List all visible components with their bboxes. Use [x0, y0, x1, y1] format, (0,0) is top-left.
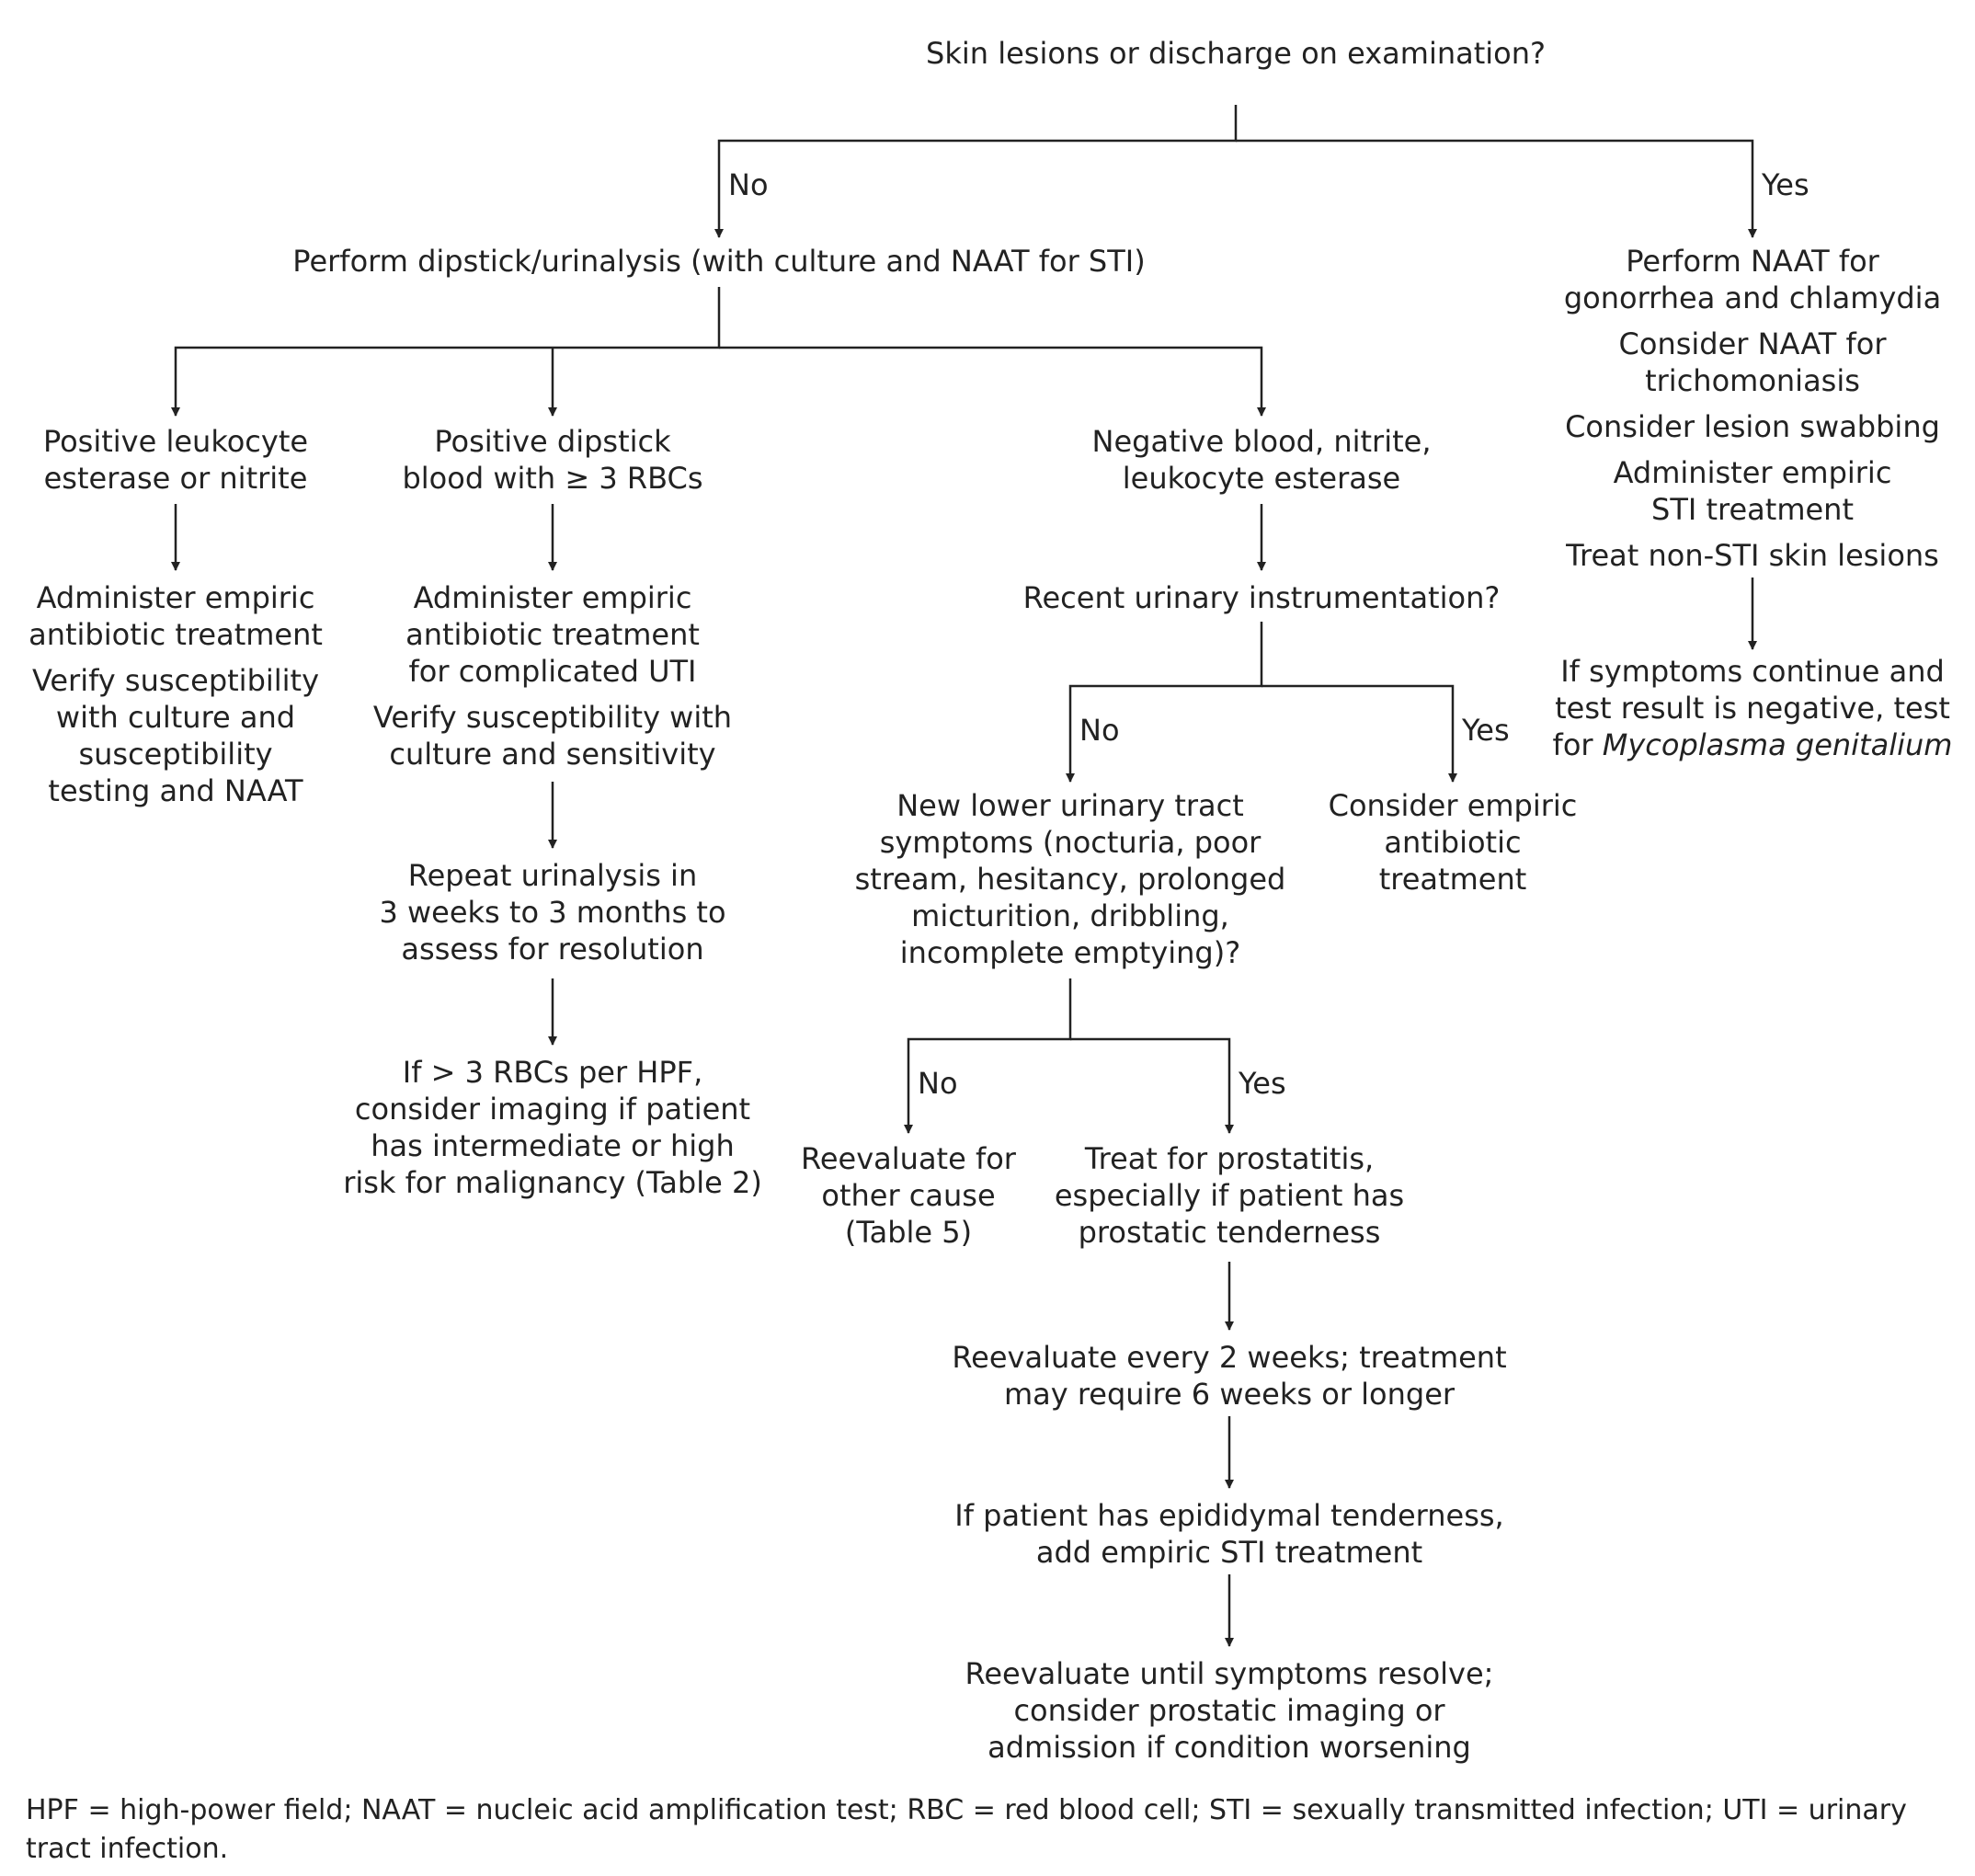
label-luts-no: No: [918, 1066, 958, 1101]
node-le-verify-line-4: testing and NAAT: [48, 773, 303, 808]
node-reeval2-line-1: Reevaluate every 2 weeks; treatment: [952, 1340, 1507, 1375]
node-pos-le: Positive leukocyte esterase or nitrite: [10, 423, 341, 497]
node-repeat-urinalysis: Repeat urinalysis in 3 weeks to 3 months…: [360, 857, 746, 967]
node-instrumentation: Recent urinary instrumentation?: [986, 579, 1537, 616]
node-epididymal-line-1: If patient has epididymal tenderness,: [954, 1498, 1504, 1533]
node-repeat-ua-line-3: assess for resolution: [401, 932, 704, 967]
node-luts-line-1: New lower urinary tract: [896, 788, 1244, 823]
node-cuti-treatment: Administer empiric antibiotic treatment …: [360, 579, 746, 772]
node-reeval2-line-2: may require 6 weeks or longer: [1003, 1377, 1456, 1412]
node-cuti-verify-line-1: Verify susceptibility with: [372, 700, 733, 735]
node-prostatitis-line-2: especially if patient has: [1054, 1178, 1405, 1213]
node-mycoplasma-line-2: test result is negative, test: [1555, 691, 1950, 726]
node-le-verify-line-1: Verify susceptibility: [31, 663, 320, 698]
label-root-no: No: [728, 167, 769, 202]
node-non-sti-line-1: Treat non-STI skin lesions: [1566, 538, 1939, 573]
node-pos-blood-line-2: blood with ≥ 3 RBCs: [402, 461, 703, 496]
node-prostatitis-line-1: Treat for prostatitis,: [1084, 1141, 1375, 1176]
node-other-cause-line-1: Reevaluate for: [801, 1141, 1016, 1176]
label-instr-yes: Yes: [1462, 713, 1510, 748]
connector-instr-split: [1066, 622, 1263, 783]
node-prostatitis-line-3: prostatic tenderness: [1078, 1215, 1381, 1250]
node-le-treat-line-2: antibiotic treatment: [29, 617, 323, 652]
node-neg-line-2: leukocyte esterase: [1122, 461, 1401, 496]
node-other-cause-line-3: (Table 5): [844, 1215, 973, 1250]
node-prostatitis: Treat for prostatitis, especially if pat…: [1045, 1140, 1413, 1251]
node-resolve: Reevaluate until symptoms resolve; consi…: [953, 1655, 1505, 1766]
connector-dipstick-split: [171, 287, 721, 417]
node-cuti-treat-line-1: Administer empiric: [413, 580, 692, 615]
node-consider-antibiotic: Consider empiric antibiotic treatment: [1315, 787, 1591, 898]
node-instrumentation-line-1: Recent urinary instrumentation?: [1022, 580, 1501, 615]
node-naat-line-1: Perform NAAT for: [1626, 244, 1879, 279]
node-resolve-line-2: consider prostatic imaging or: [1013, 1693, 1445, 1728]
label-luts-yes: Yes: [1239, 1066, 1286, 1101]
node-sti-workup: Perform NAAT for gonorrhea and chlamydia…: [1532, 243, 1973, 574]
node-luts-line-4: micturition, dribbling,: [911, 898, 1229, 933]
connector-root-split: [714, 105, 1238, 238]
node-pos-le-line-1: Positive leukocyte: [42, 424, 309, 459]
node-negative: Negative blood, nitrite, leukocyte ester…: [1050, 423, 1473, 497]
node-mycoplasma-line-3: for Mycoplasma genitalium: [1532, 726, 1973, 763]
node-naat-trich-line-1: Consider NAAT for: [1618, 326, 1887, 361]
node-neg-line-1: Negative blood, nitrite,: [1091, 424, 1432, 459]
node-epididymal-line-2: add empiric STI treatment: [1035, 1535, 1423, 1570]
node-le-verify-line-2: with culture and: [55, 700, 296, 735]
abbreviations-footnote: HPF = high-power field; NAAT = nucleic a…: [26, 1794, 1907, 1865]
node-epididymal: If patient has epididymal tenderness, ad…: [935, 1497, 1524, 1571]
node-sti-treat-line-1: Administer empiric: [1613, 455, 1892, 490]
node-naat-line-2: gonorrhea and chlamydia: [1563, 280, 1942, 315]
node-reevaluate-2wk: Reevaluate every 2 weeks; treatment may …: [944, 1339, 1514, 1413]
node-consider-abx-line-1: Consider empiric: [1328, 788, 1578, 823]
node-imaging-line-1: If > 3 RBCs per HPF,: [402, 1055, 703, 1090]
node-dipstick-line-1: Perform dipstick/urinalysis (with cultur…: [292, 244, 1146, 279]
node-luts-line-5: incomplete emptying)?: [899, 935, 1241, 970]
node-resolve-line-3: admission if condition worsening: [988, 1730, 1471, 1765]
node-cuti-verify-line-2: culture and sensitivity: [389, 737, 716, 772]
node-repeat-ua-line-2: 3 weeks to 3 months to: [379, 895, 726, 930]
node-imaging-line-3: has intermediate or high: [371, 1128, 735, 1163]
node-consider-abx-line-2: antibiotic: [1384, 825, 1522, 860]
node-imaging: If > 3 RBCs per HPF, consider imaging if…: [341, 1054, 764, 1201]
node-imaging-line-4: risk for malignancy (Table 2): [343, 1165, 762, 1200]
node-sti-treat-line-2: STI treatment: [1651, 492, 1854, 527]
node-luts-line-3: stream, hesitancy, prolonged: [854, 862, 1286, 897]
connector-dipstick-neg: [719, 346, 1266, 417]
node-repeat-ua-line-1: Repeat urinalysis in: [407, 858, 698, 893]
node-dipstick: Perform dipstick/urinalysis (with cultur…: [259, 243, 1179, 280]
node-imaging-line-2: consider imaging if patient: [354, 1092, 751, 1127]
node-other-cause: Reevaluate for other cause (Table 5): [789, 1140, 1028, 1251]
label-instr-no: No: [1079, 713, 1120, 748]
node-root-line-1: Skin lesions or discharge on examination…: [926, 36, 1546, 71]
node-mycoplasma-prefix: for: [1552, 727, 1603, 762]
node-luts-line-2: symptoms (nocturia, poor: [879, 825, 1261, 860]
connector-root-yes: [1236, 139, 1757, 238]
node-pos-blood-line-1: Positive dipstick: [434, 424, 671, 459]
node-le-verify-line-3: susceptibility: [78, 737, 273, 772]
node-luts: New lower urinary tract symptoms (noctur…: [840, 787, 1300, 971]
node-lesion-swab-line-1: Consider lesion swabbing: [1565, 409, 1940, 444]
node-other-cause-line-2: other cause: [821, 1178, 996, 1213]
connector-luts-yes: [1070, 1037, 1234, 1134]
node-le-treatment: Administer empiric antibiotic treatment …: [10, 579, 341, 809]
node-mycoplasma-line-1: If symptoms continue and: [1560, 654, 1945, 689]
node-pos-le-line-2: esterase or nitrite: [43, 461, 308, 496]
node-le-treat-line-1: Administer empiric: [36, 580, 315, 615]
node-pos-blood: Positive dipstick blood with ≥ 3 RBCs: [360, 423, 746, 497]
node-cuti-treat-line-3: for complicated UTI: [408, 654, 697, 689]
node-mycoplasma: If symptoms continue and test result is …: [1532, 653, 1973, 763]
connector-instr-yes: [1261, 684, 1457, 783]
node-cuti-treat-line-2: antibiotic treatment: [405, 617, 700, 652]
label-root-yes: Yes: [1762, 167, 1809, 202]
connector-luts-split: [904, 978, 1072, 1134]
node-naat-trich-line-2: trichomoniasis: [1645, 363, 1860, 398]
node-root: Skin lesions or discharge on examination…: [914, 35, 1558, 72]
node-consider-abx-line-3: treatment: [1378, 862, 1527, 897]
node-resolve-line-1: Reevaluate until symptoms resolve;: [965, 1656, 1494, 1691]
node-mycoplasma-organism: Mycoplasma genitalium: [1602, 727, 1953, 762]
